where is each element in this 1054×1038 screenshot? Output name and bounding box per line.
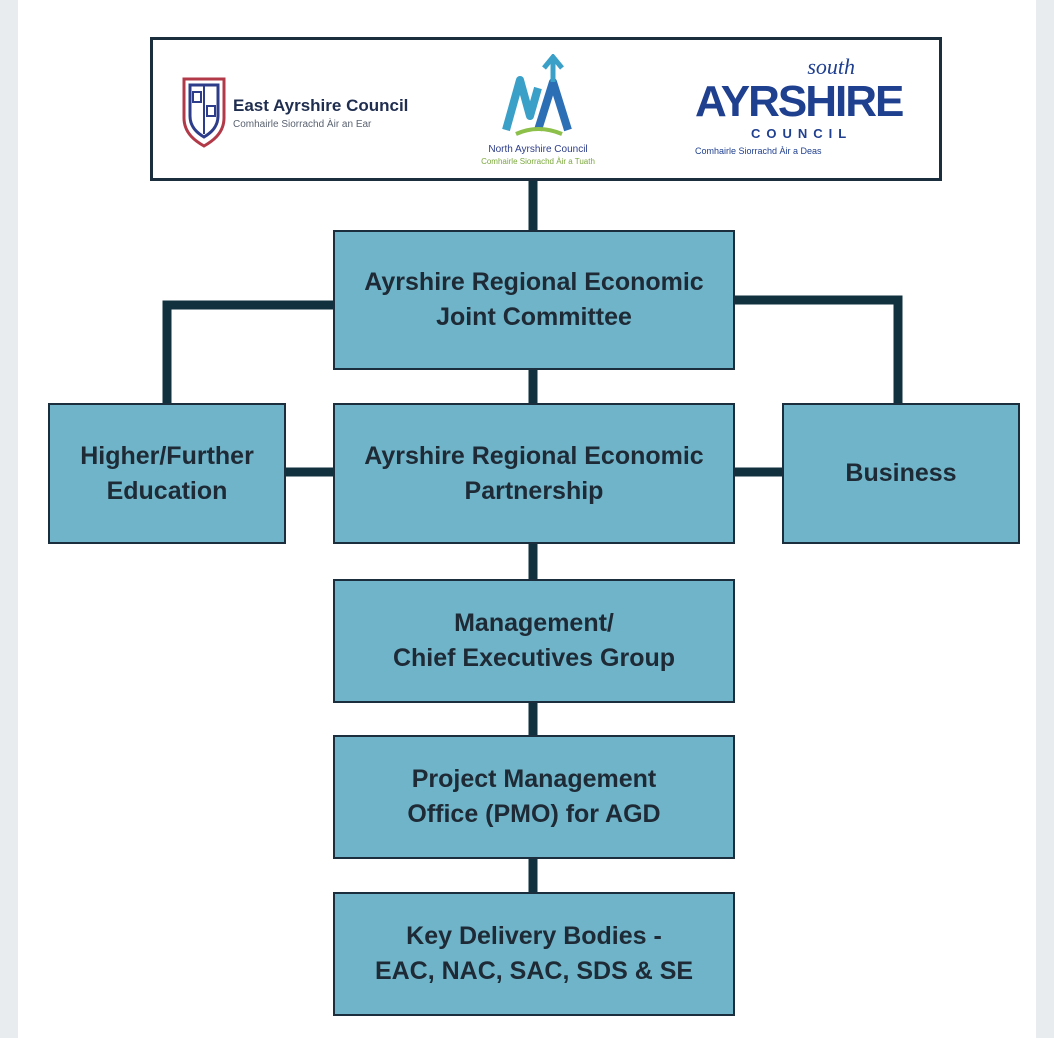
- south-ayrshire-logo: south AYRSHIRE COUNCIL Comhairle Siorrac…: [695, 54, 904, 164]
- east-ayrshire-gaelic-name: Comhairle Siorrachd Àir an Ear: [233, 119, 372, 130]
- north-ayrshire-gaelic-name: Comhairle Siorrachd Àir a Tuath: [481, 157, 595, 166]
- management-label: Management/ Chief Executives Group: [392, 609, 676, 672]
- pmo-label: Project Management Office (PMO) for AGD: [407, 765, 661, 828]
- south-ayrshire-council-text: COUNCIL: [751, 126, 853, 141]
- east-ayrshire-shield-icon: [182, 77, 226, 148]
- north-ayrshire-na-icon: [502, 54, 572, 136]
- delivery-bodies-box: Key Delivery Bodies - EAC, NAC, SAC, SDS…: [333, 892, 735, 1016]
- higher-education-box: Higher/Further Education: [48, 403, 286, 544]
- partnership-box: Ayrshire Regional Economic Partnership: [333, 403, 735, 544]
- higher-education-label: Higher/Further Education: [80, 441, 254, 505]
- partnership-label: Ayrshire Regional Economic Partnership: [364, 441, 704, 505]
- connector-committee-to-business: [728, 295, 903, 409]
- joint-committee-box: Ayrshire Regional Economic Joint Committ…: [333, 230, 735, 370]
- north-ayrshire-logo: North Ayrshire Council Comhairle Siorrac…: [468, 54, 608, 172]
- business-box: Business: [782, 403, 1020, 544]
- delivery-bodies-label: Key Delivery Bodies - EAC, NAC, SAC, SDS…: [374, 922, 694, 985]
- south-ayrshire-south-text: south: [807, 54, 855, 79]
- east-ayrshire-name: East Ayrshire Council: [233, 96, 409, 115]
- north-ayrshire-name: North Ayrshire Council: [488, 144, 588, 155]
- management-box: Management/ Chief Executives Group: [333, 579, 735, 703]
- business-label: Business: [845, 459, 957, 487]
- east-ayrshire-logo: East Ayrshire Council Comhairle Siorrach…: [181, 76, 441, 156]
- south-ayrshire-gaelic-name: Comhairle Siorrachd Àir a Deas: [695, 146, 822, 156]
- pmo-box: Project Management Office (PMO) for AGD: [333, 735, 735, 859]
- connector-committee-to-education: [162, 300, 340, 409]
- council-logos-panel: East Ayrshire Council Comhairle Siorrach…: [150, 37, 942, 181]
- joint-committee-label: Ayrshire Regional Economic Joint Committ…: [364, 268, 704, 331]
- south-ayrshire-wordmark: AYRSHIRE: [695, 77, 904, 126]
